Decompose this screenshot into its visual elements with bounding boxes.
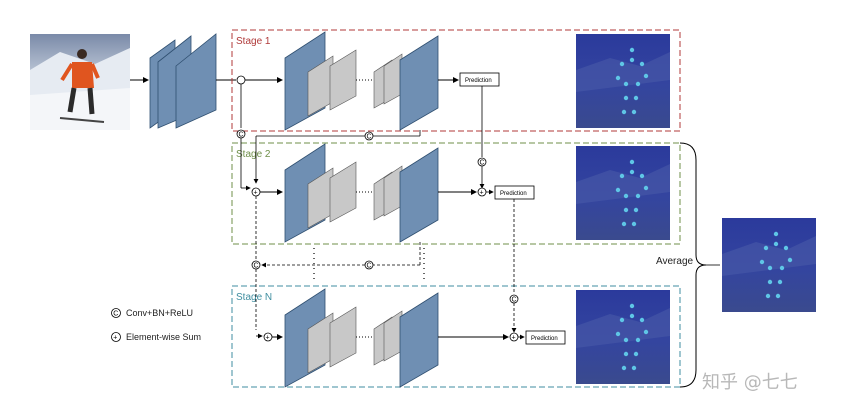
stage-1-input-node [236,75,246,85]
stage-2-blocks [284,143,439,243]
input-image [30,34,130,130]
legend: C Conv+BN+ReLU + Element-wise Sum [111,308,201,342]
stage-1-box [231,29,681,132]
stage-n-box [231,285,681,388]
conv-symbol: C [480,160,485,167]
backbone-feature-stack [149,33,217,129]
legend-conv-label: Conv+BN+ReLU [126,308,193,318]
stage-2-prediction-label: Prediction [500,191,527,197]
legend-sum-icon [111,332,121,342]
sum-symbol: + [254,190,258,197]
sum-symbol: + [266,335,270,342]
sum-symbol: + [480,190,484,197]
conv-symbol: C [239,132,244,139]
watermark: 知乎 @七七 [702,372,798,393]
conv-symbol: C [367,263,372,270]
stage-2-label: Stage 2 [236,149,271,160]
stage-1-label: Stage 1 [236,36,271,47]
legend-conv-symbol: C [113,311,118,318]
sum-symbol: + [512,335,516,342]
conv-symbol: C [367,134,372,141]
stage-n-blocks [284,288,439,388]
stage-2-box [231,142,681,245]
stage-1-prediction-box [459,72,500,87]
stage-2-prediction-box [494,185,535,200]
stage-n-prediction-label: Prediction [531,336,558,342]
legend-sum-label: Element-wise Sum [126,332,201,342]
stage-n-heatmap [576,290,670,384]
legend-sum-symbol: + [113,335,117,342]
stage-n-label: Stage N [236,292,272,303]
average-heatmap [722,218,816,312]
average-label: Average [656,256,694,267]
conv-symbol: C [254,263,259,270]
stage-1-blocks [284,31,439,131]
stage-1-heatmap [576,34,670,128]
stage-1-prediction-label: Prediction [465,78,492,84]
stage-2-heatmap [576,146,670,240]
legend-conv-icon [111,308,121,318]
stage-n-prediction-box [525,330,566,345]
conv-symbol: C [512,297,517,304]
